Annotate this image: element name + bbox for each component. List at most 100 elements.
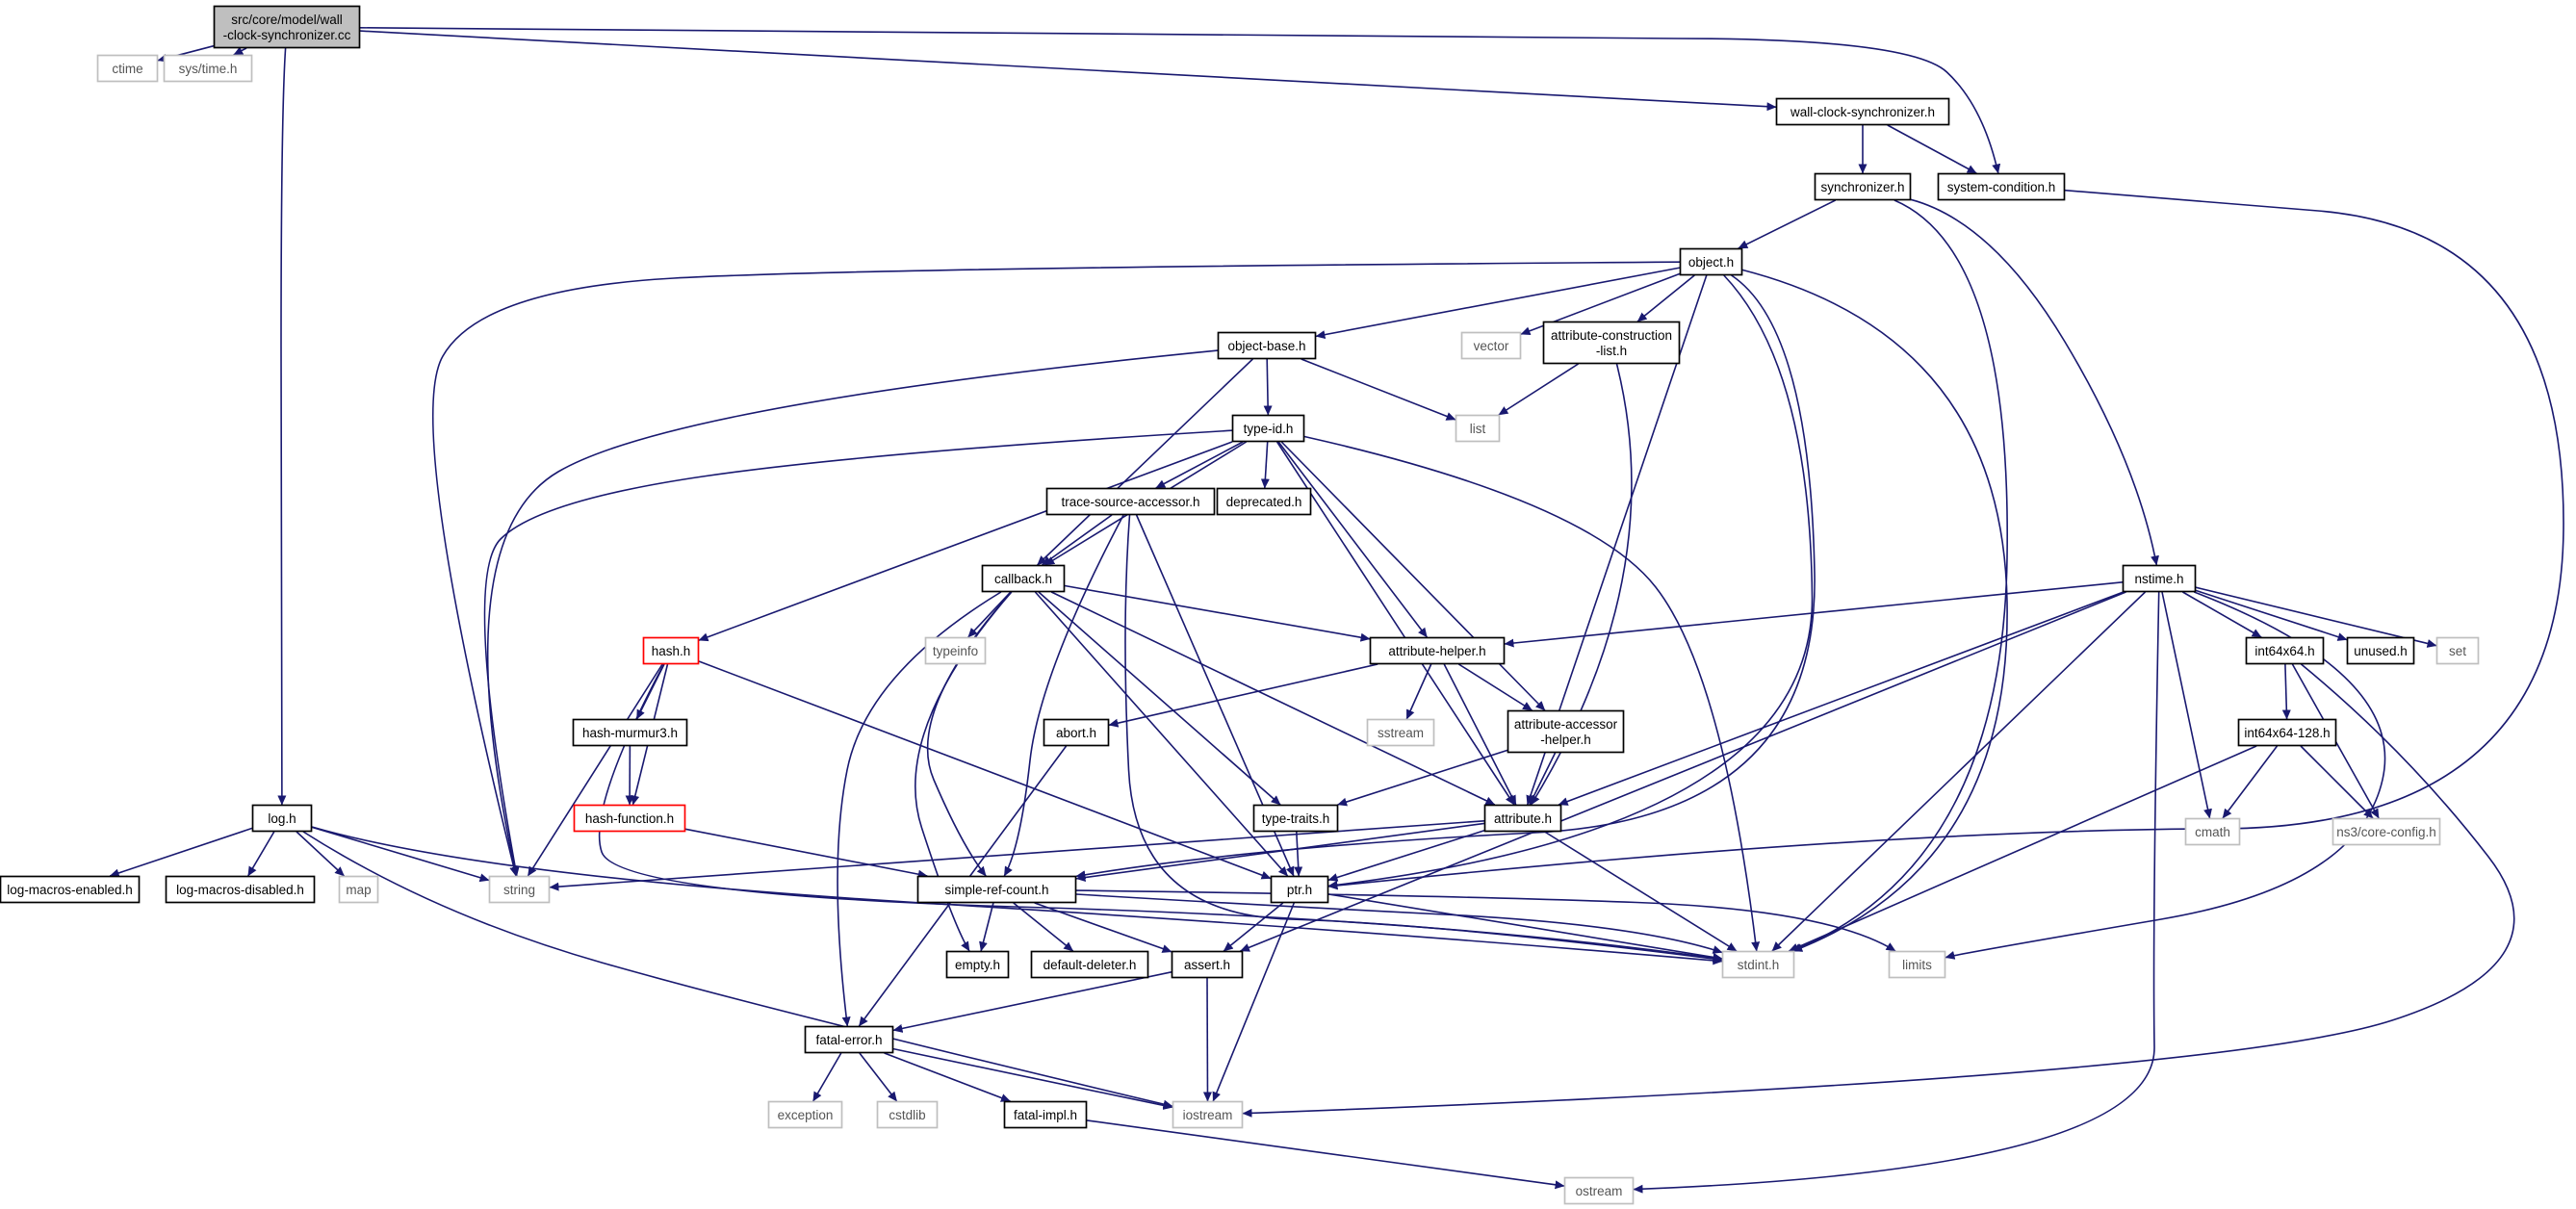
node-label-hashfn: hash-function.h	[585, 811, 674, 826]
edge-object-to-string	[431, 261, 1681, 877]
edge-synch-to-nstime	[1910, 198, 2159, 566]
node-empty[interactable]: empty.h	[945, 950, 1010, 979]
edge-nstime-to-cmath	[2161, 591, 2212, 819]
node-src[interactable]: simple-ref-count.h	[916, 875, 1077, 904]
node-label-nstime: nstime.h	[2134, 572, 2183, 586]
node-box-fatalerr	[804, 1025, 894, 1054]
node-attribute[interactable]: attribute.h	[1483, 804, 1562, 833]
node-box-unused	[2346, 636, 2415, 665]
node-root[interactable]: src/core/model/wall-clock-synchronizer.c…	[213, 5, 361, 49]
edge-synch-to-stdint	[1790, 199, 2008, 952]
edge-fatalerr-to-cstdlib	[859, 1052, 898, 1102]
node-limits: limits	[1888, 950, 1946, 979]
edge-typeid-to-deprecated	[1260, 441, 1270, 489]
node-logdis[interactable]: log-macros-disabled.h	[165, 875, 316, 904]
edge-logh-to-logen	[109, 827, 253, 878]
node-ptr[interactable]: ptr.h	[1270, 875, 1329, 904]
edge-fatalimpl-to-ostream	[1086, 1119, 1565, 1190]
edge-logh-to-map	[296, 831, 346, 877]
node-box-ostream	[1563, 1176, 1635, 1205]
node-label-int128: int64x64-128.h	[2244, 726, 2330, 740]
node-list: list	[1455, 414, 1501, 443]
node-label-iostream: iostream	[1183, 1108, 1233, 1122]
node-murmur[interactable]: hash-murmur3.h	[572, 718, 688, 747]
node-box-typetraits	[1252, 804, 1339, 833]
edge-callback-to-typetraits	[1038, 591, 1281, 806]
node-typetraits[interactable]: type-traits.h	[1252, 804, 1339, 833]
node-abort[interactable]: abort.h	[1043, 718, 1110, 747]
node-attracc[interactable]: attribute-accessor-helper.h	[1507, 709, 1625, 754]
node-syscond[interactable]: system-condition.h	[1937, 172, 2066, 201]
node-assert[interactable]: assert.h	[1171, 950, 1244, 979]
edge-src-to-defdel	[1013, 902, 1074, 952]
node-label-typeinfo: typeinfo	[933, 644, 978, 658]
edge-tsa-to-callback	[1042, 514, 1113, 566]
node-box-src	[916, 875, 1077, 904]
edge-objbase-to-string	[486, 349, 1219, 877]
edge-nstime-to-limits	[1945, 591, 2386, 960]
node-systime: sys/time.h	[163, 54, 253, 83]
edge-object-to-ptr	[1327, 274, 1814, 889]
node-object[interactable]: object.h	[1679, 247, 1743, 276]
node-box-cstdlib	[876, 1100, 939, 1129]
node-logh[interactable]: log.h	[251, 804, 313, 833]
node-label-logh: log.h	[268, 811, 296, 826]
node-cmath: cmath	[2184, 817, 2241, 846]
node-nstime[interactable]: nstime.h	[2122, 564, 2197, 593]
node-label-attrcons: -list.h	[1596, 344, 1627, 358]
node-label-unused: unused.h	[2354, 644, 2408, 658]
node-typeid[interactable]: type-id.h	[1231, 414, 1305, 443]
node-label-exception: exception	[778, 1108, 834, 1122]
edge-typeid-to-hash	[698, 441, 1233, 642]
node-label-assert: assert.h	[1184, 958, 1230, 972]
node-box-sstream	[1366, 718, 1435, 747]
node-objbase[interactable]: object-base.h	[1217, 331, 1317, 360]
node-box-typeid	[1231, 414, 1305, 443]
node-box-assert	[1171, 950, 1244, 979]
node-int64x64[interactable]: int64x64.h	[2245, 636, 2325, 665]
node-string: string	[488, 875, 551, 904]
edge-attrhelper-to-attribute	[1443, 663, 1517, 806]
node-box-objbase	[1217, 331, 1317, 360]
node-box-typeinfo	[924, 636, 987, 665]
edge-nstime-to-ostream	[1633, 591, 2160, 1194]
edge-syscond-to-ptr	[1327, 189, 2564, 890]
node-label-ostream: ostream	[1576, 1184, 1623, 1198]
node-int128[interactable]: int64x64-128.h	[2237, 718, 2337, 747]
edge-hashfn-to-src	[684, 828, 928, 879]
node-hashfn[interactable]: hash-function.h	[573, 804, 686, 833]
node-wcsh[interactable]: wall-clock-synchronizer.h	[1775, 97, 1950, 126]
node-box-nscfg	[2331, 817, 2441, 846]
node-callback[interactable]: callback.h	[981, 564, 1066, 593]
node-synch[interactable]: synchronizer.h	[1814, 172, 1912, 201]
edge-src-to-empty	[979, 902, 994, 952]
edge-hash-to-ptr	[698, 660, 1272, 880]
edge-nstime-to-stdint	[1771, 591, 2147, 952]
node-label-logdis: log-macros-disabled.h	[176, 883, 304, 897]
node-label-attribute: attribute.h	[1494, 811, 1552, 826]
edge-tsa-to-src	[1003, 514, 1124, 877]
edge-logh-to-string	[311, 826, 490, 883]
node-fatalerr[interactable]: fatal-error.h	[804, 1025, 894, 1054]
node-label-set: set	[2449, 644, 2466, 658]
node-label-defdel: default-deleter.h	[1043, 958, 1137, 972]
node-defdel[interactable]: default-deleter.h	[1030, 950, 1149, 979]
edge-assert-to-iostream	[1202, 977, 1212, 1102]
node-hash[interactable]: hash.h	[642, 636, 700, 665]
node-logen[interactable]: log-macros-enabled.h	[0, 875, 141, 904]
node-box-vector	[1460, 331, 1522, 360]
edge-wcsh-to-syscond	[1887, 124, 1977, 174]
edge-fatalerr-to-fatalimpl	[884, 1052, 1011, 1102]
edge-typeid-to-tsa	[1155, 441, 1244, 489]
edge-fatalerr-to-iostream	[892, 1047, 1173, 1110]
node-deprecated[interactable]: deprecated.h	[1216, 487, 1312, 516]
node-attrhelper[interactable]: attribute-helper.h	[1369, 636, 1506, 665]
node-attrcons[interactable]: attribute-construction-list.h	[1542, 321, 1681, 365]
edge-callback-to-ptr	[1034, 591, 1289, 877]
node-fatalimpl[interactable]: fatal-impl.h	[1003, 1100, 1088, 1129]
node-tsa[interactable]: trace-source-accessor.h	[1045, 487, 1216, 516]
node-unused[interactable]: unused.h	[2346, 636, 2415, 665]
edge-typeid-to-attracc	[1280, 441, 1546, 711]
edge-object-to-src	[1075, 274, 1816, 880]
